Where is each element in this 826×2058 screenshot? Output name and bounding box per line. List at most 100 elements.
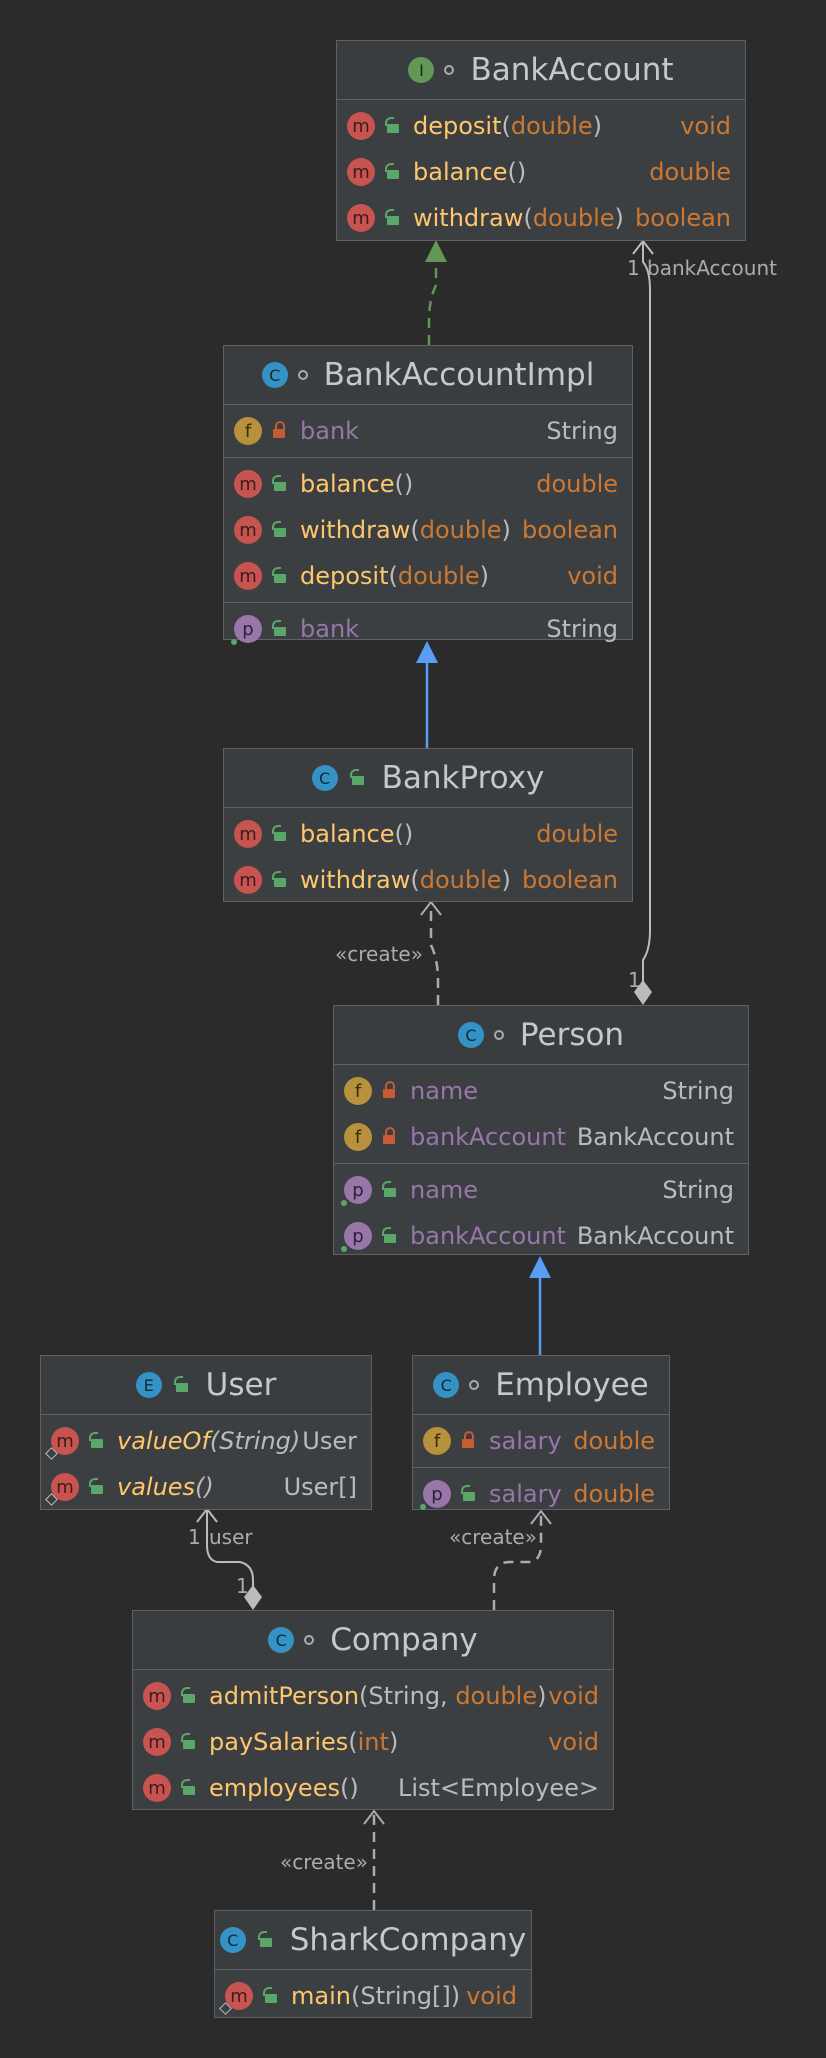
class-icon: C [311, 765, 338, 791]
fields-section: f salary double [413, 1415, 669, 1468]
method-name: main [291, 1982, 351, 2010]
method-row[interactable]: m values() User[] [41, 1464, 371, 1510]
package-visibility-icon [444, 65, 455, 75]
class-name: BankAccount [470, 52, 674, 88]
field-icon: f [344, 1123, 372, 1151]
create-label-employee: «create» [449, 1525, 537, 1549]
return-type: double [536, 470, 618, 498]
methods-section: m deposit(double) void m balance() doubl… [337, 100, 745, 244]
property-icon: p [341, 1222, 372, 1252]
param-type: double [397, 562, 480, 590]
property-row[interactable]: p name String [334, 1167, 748, 1213]
method-icon: m [234, 820, 262, 848]
property-name: name [410, 1176, 479, 1204]
property-row[interactable]: p salary double [413, 1471, 669, 1517]
method-icon: m [143, 1774, 171, 1802]
return-type: void [567, 562, 618, 590]
method-row[interactable]: m deposit(double) void [224, 553, 632, 599]
field-icon: f [423, 1427, 451, 1455]
method-icon: m [143, 1728, 171, 1756]
method-name: admitPerson [209, 1682, 360, 1710]
property-badge-letter: p [352, 1179, 364, 1201]
method-row[interactable]: m valueOf(String) User [41, 1418, 371, 1464]
method-row[interactable]: m balance() double [224, 811, 632, 857]
properties-section: p salary double [413, 1468, 669, 1520]
class-header: I BankAccount [337, 41, 745, 100]
property-name: bankAccount [410, 1222, 566, 1250]
property-row[interactable]: p bankAccount BankAccount [334, 1213, 748, 1259]
field-icon: f [234, 417, 262, 445]
return-type: double [649, 158, 731, 186]
private-lock-icon [461, 1431, 475, 1448]
company-user-multiplicity: 1 [236, 1574, 249, 1598]
public-icon [181, 1733, 195, 1749]
public-icon [272, 620, 286, 636]
static-method-icon: m [45, 1473, 79, 1506]
return-type: boolean [635, 204, 731, 232]
method-row[interactable]: m paySalaries(int) void [133, 1719, 613, 1765]
methods-section: m valueOf(String) User m values() User[] [41, 1415, 371, 1513]
method-row[interactable]: m withdraw(double) boolean [337, 195, 745, 241]
property-name: salary [489, 1480, 562, 1508]
method-row[interactable]: m withdraw(double) boolean [224, 507, 632, 553]
public-icon [349, 769, 364, 785]
class-icon: C [268, 1627, 295, 1653]
class-box-employee[interactable]: C Employee f salary double p salary doub… [412, 1355, 670, 1510]
property-icon: p [420, 1480, 451, 1510]
param-type: int [357, 1728, 389, 1756]
param-type: double [419, 866, 502, 894]
field-row[interactable]: f bank String [224, 408, 632, 454]
method-name: balance [300, 820, 395, 848]
class-box-sharkcompany[interactable]: C SharkCompany m main(String[]) void [214, 1910, 532, 2018]
class-header: C BankProxy [224, 749, 632, 808]
property-badge-letter: p [352, 1225, 364, 1247]
method-row[interactable]: m deposit(double) void [337, 103, 745, 149]
user-role-label: user [209, 1525, 253, 1549]
methods-section: m main(String[]) void [215, 1970, 531, 2022]
package-visibility-icon [297, 370, 308, 380]
method-name: employees [209, 1774, 340, 1802]
method-row[interactable]: m balance() double [337, 149, 745, 195]
method-row[interactable]: m employees() List<Employee> [133, 1765, 613, 1811]
property-type: BankAccount [576, 1222, 734, 1250]
class-icon: C [457, 1022, 484, 1048]
class-box-bankaccountimpl[interactable]: C BankAccountImpl f bank String m balanc… [223, 345, 633, 645]
public-icon [272, 475, 286, 491]
method-row[interactable]: m withdraw(double) boolean [224, 857, 632, 903]
property-icon: p [341, 1176, 372, 1206]
private-lock-icon [382, 1127, 396, 1144]
method-row[interactable]: m admitPerson(String, double) void [133, 1673, 613, 1719]
class-box-user[interactable]: E User m valueOf(String) User m values()… [40, 1355, 372, 1510]
field-icon: f [344, 1077, 372, 1105]
param-type: String[] [360, 1982, 451, 2010]
package-visibility-icon [304, 1635, 315, 1645]
method-name: deposit [300, 562, 389, 590]
class-box-bankaccount[interactable]: I BankAccount m deposit(double) void m b… [336, 40, 746, 241]
return-type: User[] [283, 1473, 357, 1501]
return-type: boolean [522, 866, 618, 894]
field-row[interactable]: f bankAccount BankAccount [334, 1114, 748, 1160]
return-type: double [536, 820, 618, 848]
public-icon [89, 1432, 103, 1448]
method-row[interactable]: m balance() double [224, 461, 632, 507]
method-row[interactable]: m main(String[]) void [215, 1973, 531, 2019]
public-icon [272, 871, 286, 887]
class-box-person[interactable]: C Person f name String f bankAccount Ban… [333, 1005, 749, 1255]
inheritance-edge-proxy [416, 641, 438, 748]
property-row[interactable]: p bank String [224, 606, 632, 652]
method-name: withdraw [300, 866, 411, 894]
class-header: E User [41, 1356, 371, 1415]
return-type: boolean [522, 516, 618, 544]
create-edge-company [363, 1809, 385, 1910]
public-icon [181, 1779, 195, 1795]
class-box-bankproxy[interactable]: C BankProxy m balance() double m withdra… [223, 748, 633, 902]
field-row[interactable]: f name String [334, 1068, 748, 1114]
return-type: void [548, 1728, 599, 1756]
method-name: values [117, 1473, 196, 1501]
class-box-company[interactable]: C Company m admitPerson(String, double) … [132, 1610, 614, 1810]
field-row[interactable]: f salary double [413, 1418, 669, 1464]
public-icon [272, 521, 286, 537]
public-icon [382, 1227, 396, 1243]
class-name: Person [519, 1017, 625, 1053]
param-type: String [219, 1427, 291, 1455]
